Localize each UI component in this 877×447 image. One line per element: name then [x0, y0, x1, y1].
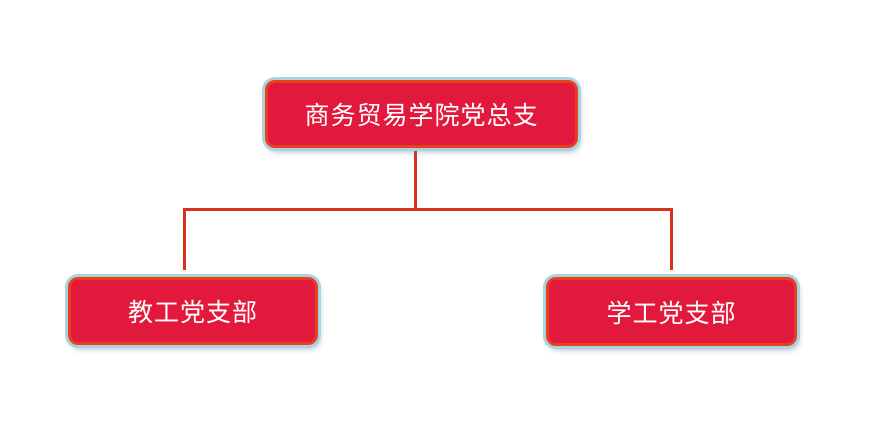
- connector-horizontal: [183, 208, 673, 211]
- node-root-label: 商务贸易学院党总支: [304, 101, 539, 130]
- connector-left-down: [183, 208, 186, 270]
- node-faculty-branch-label: 教工党支部: [127, 298, 258, 327]
- node-student-affairs-branch-label: 学工党支部: [606, 298, 737, 328]
- connector-root-down: [414, 148, 417, 211]
- connector-right-down: [670, 208, 673, 270]
- node-faculty-branch: 教工党支部: [68, 277, 318, 345]
- node-student-affairs-branch: 学工党支部: [546, 277, 797, 346]
- node-root: 商务贸易学院党总支: [265, 80, 578, 148]
